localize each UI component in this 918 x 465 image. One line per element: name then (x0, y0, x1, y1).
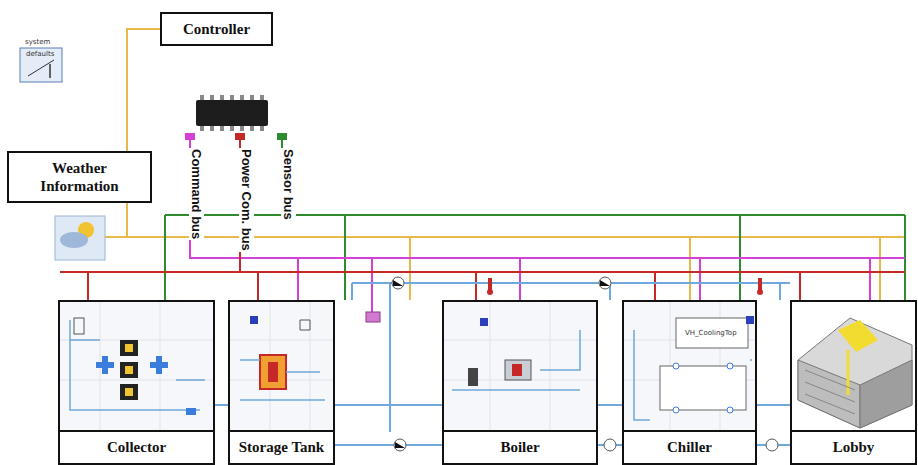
component-label: Collector (107, 439, 166, 456)
label-cell: Storage Tank (230, 430, 333, 463)
component-label: Storage Tank (239, 439, 324, 456)
label-cell: Lobby (792, 430, 915, 463)
boiler-detail (452, 318, 580, 390)
component-box: Collector (58, 300, 215, 465)
component-box: Chiller (622, 300, 757, 465)
bus-label: Sensor bus (281, 148, 296, 221)
tank-detail (240, 316, 325, 400)
box-title: Controller (183, 20, 250, 38)
label-cell: Chiller (624, 430, 755, 463)
icon-label: defaults (26, 50, 54, 58)
system-icon (20, 48, 62, 82)
box-title: Weather Information (24, 159, 136, 195)
component-box: Boiler (442, 300, 598, 465)
valve-symbol (392, 277, 778, 451)
icon-label: system (25, 38, 50, 46)
component-label: Chiller (667, 439, 712, 456)
pipe-connector (757, 405, 790, 406)
collector-detail (70, 318, 205, 415)
lobby-building (798, 318, 912, 428)
weather-box: Weather Information (7, 151, 152, 203)
weather-icon (55, 216, 105, 260)
label-cell: Boiler (444, 430, 596, 463)
component-label: Lobby (833, 439, 875, 456)
controller-box: Controller (160, 12, 273, 46)
bus-label: Command bus (189, 148, 204, 240)
pipe-connector (215, 405, 228, 406)
label-cell: Collector (60, 430, 213, 463)
chiller-detail (634, 316, 754, 420)
component-box: Lobby (790, 300, 917, 465)
controller-chip (196, 95, 268, 131)
pipe-connector (598, 405, 622, 406)
component-label: Boiler (500, 439, 539, 456)
block-label: VH_CoolingTop (685, 329, 737, 337)
pipe-connector (335, 405, 442, 406)
bus-label: Power Com. bus (239, 148, 254, 252)
component-box: Storage Tank (228, 300, 335, 465)
